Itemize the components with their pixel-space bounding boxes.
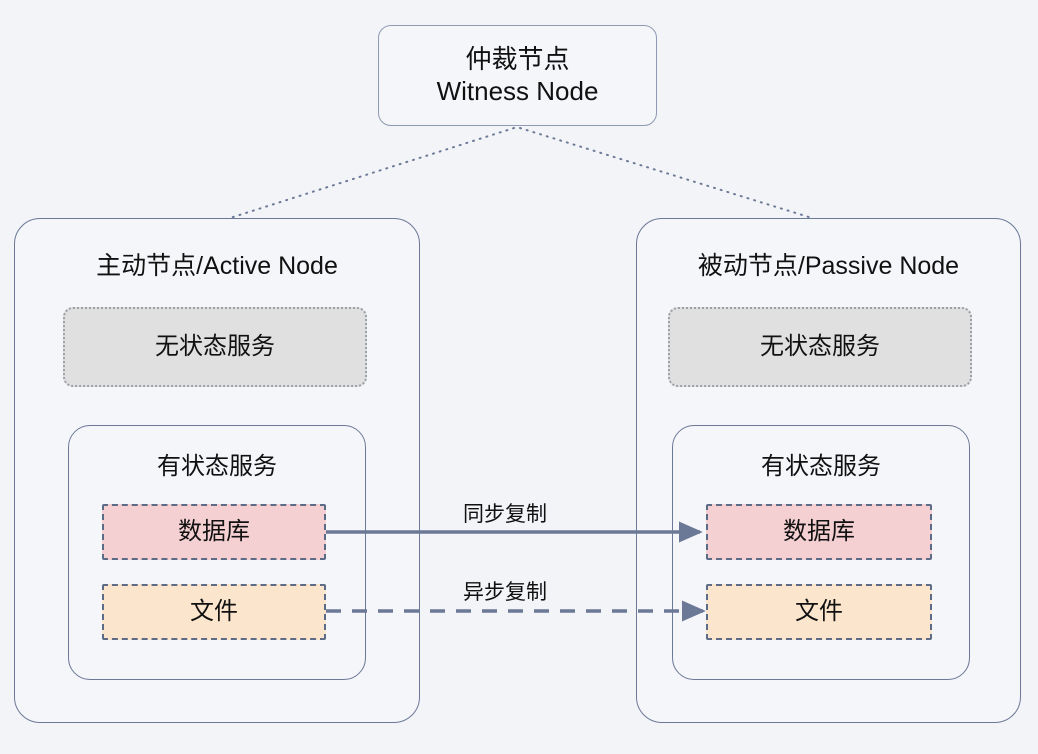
passive-stateless-service-label: 无状态服务 [760,333,880,361]
witness-node-label-cn: 仲裁节点 [465,43,570,74]
witness-node[interactable]: 仲裁节点 Witness Node [378,25,657,126]
active-file-label: 文件 [190,598,238,626]
passive-stateless-service-box[interactable]: 无状态服务 [668,307,972,387]
witness-node-label-en: Witness Node [436,75,599,106]
witness-to-passive-dotted-line [519,127,813,219]
passive-file-label: 文件 [795,598,843,626]
passive-database-box[interactable]: 数据库 [706,504,932,560]
active-node-title: 主动节点/Active Node [96,252,338,280]
passive-database-label: 数据库 [783,518,855,546]
active-file-box[interactable]: 文件 [102,584,326,640]
passive-node-title: 被动节点/Passive Node [697,252,960,280]
async-replication-label: 异步复制 [463,581,547,604]
passive-stateful-service-title: 有状态服务 [761,453,881,480]
active-database-box[interactable]: 数据库 [102,504,326,560]
sync-replication-label: 同步复制 [463,503,547,526]
active-stateful-service-title: 有状态服务 [157,453,277,480]
passive-file-box[interactable]: 文件 [706,584,932,640]
witness-to-active-dotted-line [229,127,515,219]
active-stateless-service-box[interactable]: 无状态服务 [63,307,367,387]
active-database-label: 数据库 [178,518,250,546]
active-stateless-service-label: 无状态服务 [155,333,275,361]
